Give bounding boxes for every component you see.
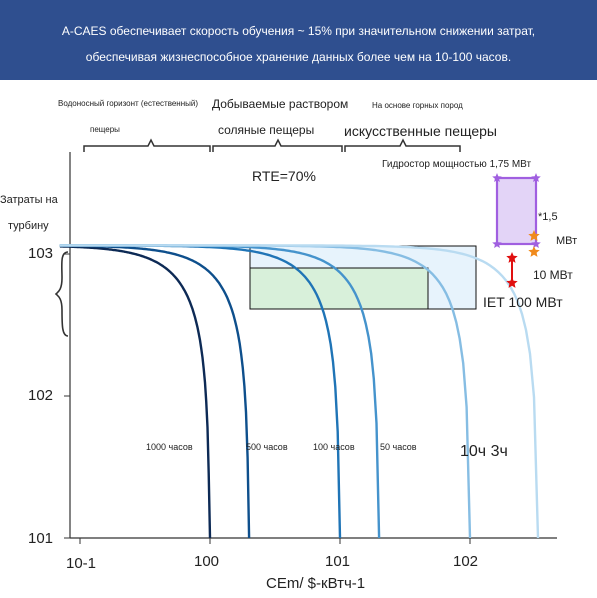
pumped-hydro-box <box>495 176 538 246</box>
orange-star-lower <box>528 246 540 257</box>
x-tick-102: 102 <box>453 553 478 570</box>
series-label-1000: 1000 часов <box>146 442 193 452</box>
x-axis-label: CEm/ $-кВтч-1 <box>266 575 365 592</box>
pumped-star-bottom-right <box>531 239 541 248</box>
y-tick-102: 102 <box>28 387 53 404</box>
region-box-salt <box>249 267 429 310</box>
series-line-3h <box>59 244 540 539</box>
banner-line-1: A-CAES обеспечивает скорость обучения ~ … <box>61 24 536 38</box>
pumped-star-bottom-left <box>492 239 502 248</box>
mw-label: МВт <box>556 235 577 247</box>
cost-chart: Водоносный горизонт (естественный) пещер… <box>0 97 577 592</box>
category-salt-line1: Добываемые раствором <box>212 97 348 111</box>
orange-star-upper <box>528 230 540 241</box>
y-tick-101: 101 <box>28 530 53 547</box>
iet-label: IET 100 МВт <box>483 294 563 310</box>
y-label-line2: турбину <box>8 220 49 232</box>
category-salt-line2: соляные пещеры <box>218 123 314 137</box>
y-label-line1: Затраты на <box>0 194 59 206</box>
brace-rock <box>344 138 461 152</box>
series-line-1000h <box>59 245 212 539</box>
rte-label: RTE=70% <box>252 168 316 184</box>
x-tick-10-1: 10-1 <box>66 555 96 572</box>
banner-line-2: обеспечивая жизнеспособное хранение данн… <box>85 50 512 64</box>
duration-curves <box>59 244 540 539</box>
pumped-star-top-right <box>531 173 541 182</box>
series-line-500h <box>59 244 251 539</box>
red-star-upper <box>506 252 518 263</box>
series-label-100: 100 часов <box>313 442 355 452</box>
series-label-50: 50 часов <box>380 442 417 452</box>
brace-salt <box>212 138 343 152</box>
category-aquifer-line1: Водоносный горизонт (естественный) <box>58 99 198 108</box>
category-rock-line1: На основе горных пород <box>372 101 463 110</box>
series-label-500: 500 часов <box>246 442 288 452</box>
axis-ticks <box>64 253 471 544</box>
category-rock-line2: искусственные пещеры <box>344 123 497 139</box>
factor-label: *1,5 <box>538 211 558 223</box>
x-tick-100: 100 <box>194 553 219 570</box>
y-brace <box>54 251 69 337</box>
series-label-10-3: 10ч 3ч <box>460 443 508 460</box>
pumped-hydro-label: Гидростор мощностью 1,75 МВт <box>382 159 531 170</box>
title-banner: A-CAES обеспечивает скорость обучения ~ … <box>0 0 597 80</box>
brace-aquifer <box>83 138 211 152</box>
ten-mw-label: 10 МВт <box>533 268 573 282</box>
pumped-star-top-left <box>492 173 502 182</box>
category-aquifer-line2: пещеры <box>90 125 120 134</box>
y-tick-103: 103 <box>28 245 53 262</box>
data-point-stars <box>492 173 541 288</box>
x-tick-101: 101 <box>325 553 350 570</box>
